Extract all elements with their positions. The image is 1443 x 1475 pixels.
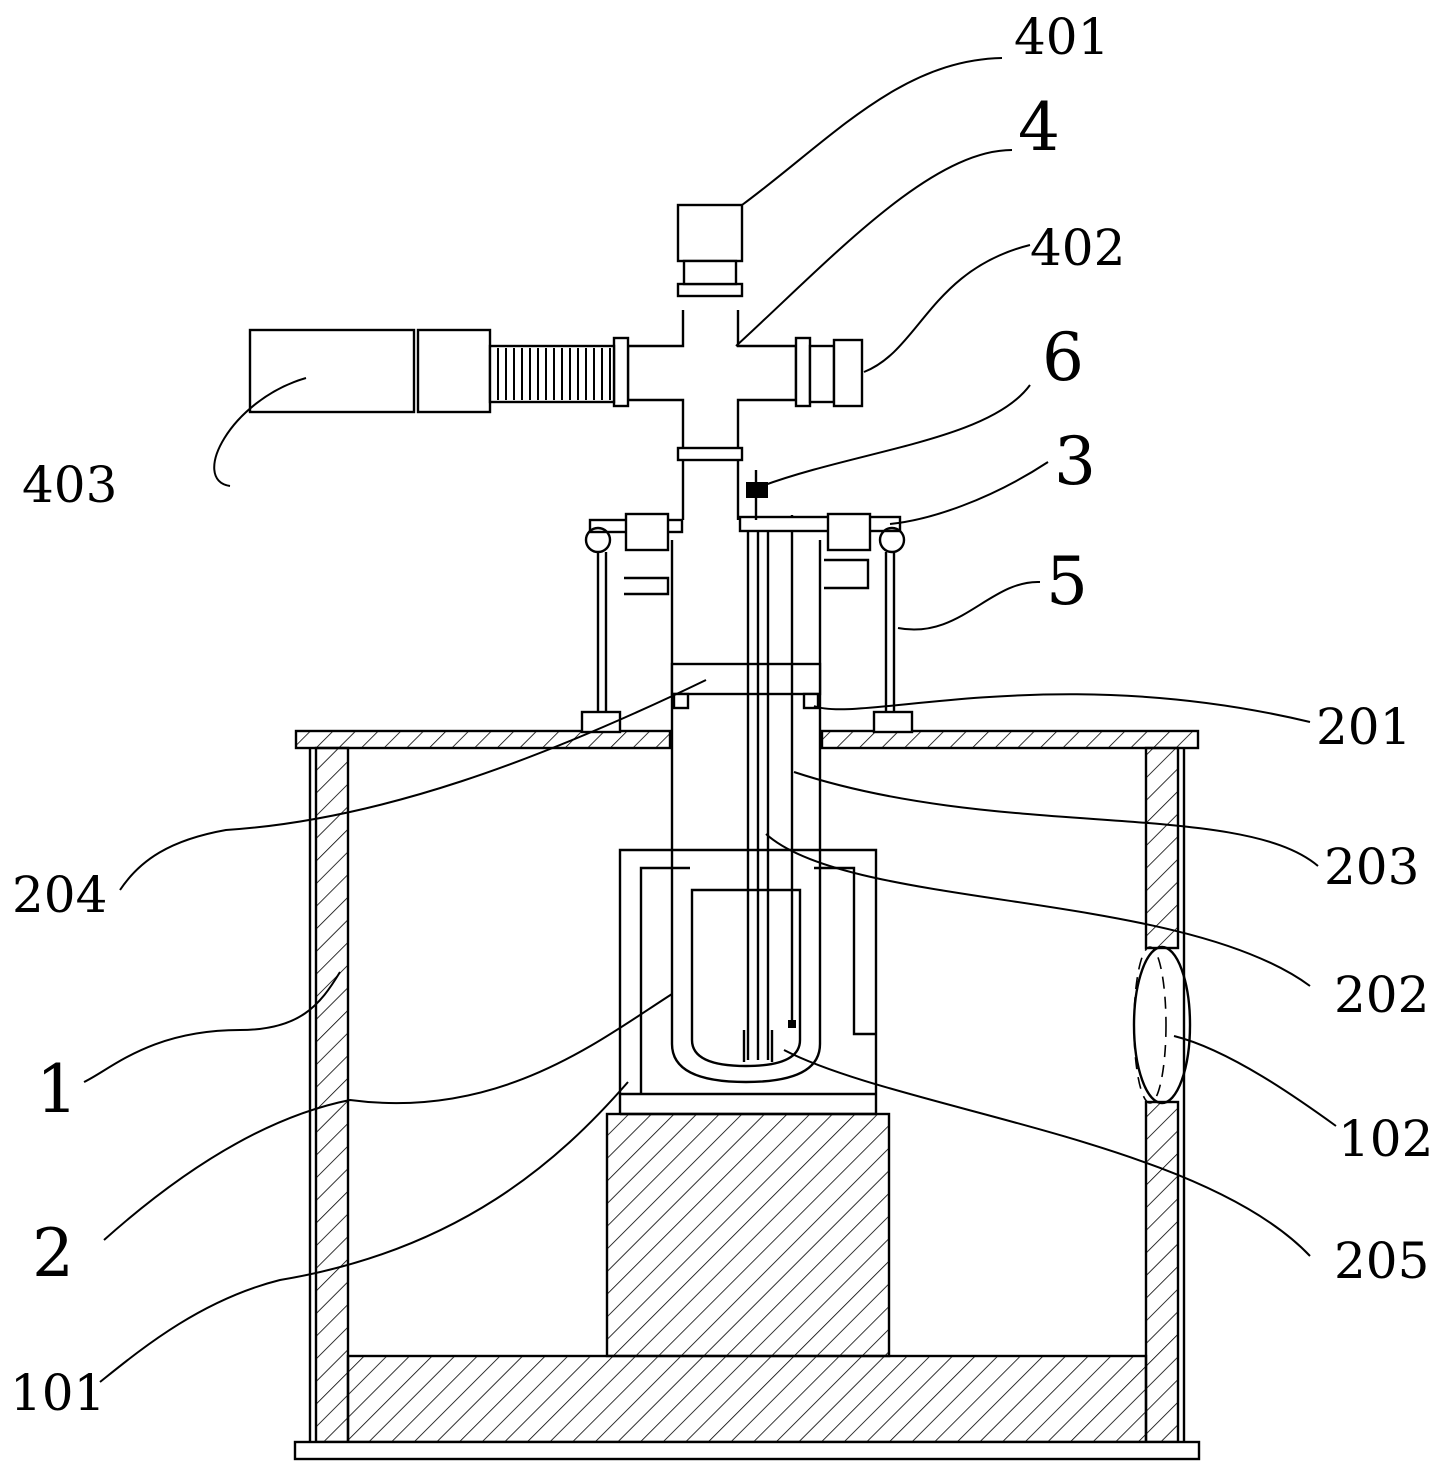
label-202: 202 xyxy=(1334,966,1429,1024)
label-101: 101 xyxy=(10,1364,105,1422)
label-204: 204 xyxy=(12,866,107,924)
bellows-hose xyxy=(490,346,614,402)
gauge-top xyxy=(678,205,742,284)
label-5: 5 xyxy=(1046,543,1088,620)
cover-plate-left xyxy=(296,731,670,748)
tank-bottom-layer xyxy=(348,1356,1146,1442)
label-205: 205 xyxy=(1334,1232,1429,1290)
reaction-tube xyxy=(672,515,820,1082)
top-flange-assembly xyxy=(586,470,904,594)
tank-wall-right-upper xyxy=(1146,748,1178,948)
tube-flange xyxy=(672,664,820,694)
label-402: 402 xyxy=(1030,219,1125,277)
vacuum-pump xyxy=(250,330,614,412)
view-window xyxy=(1134,947,1190,1103)
label-403: 403 xyxy=(22,456,117,514)
central-pedestal xyxy=(607,1114,889,1356)
gauge-right xyxy=(810,340,862,406)
cross-fitting xyxy=(614,284,810,520)
cover-plate-right xyxy=(822,731,1198,748)
label-201: 201 xyxy=(1316,698,1411,756)
label-401: 401 xyxy=(1014,8,1109,66)
tank-wall-left xyxy=(316,748,348,1442)
label-4: 4 xyxy=(1018,89,1060,166)
label-2: 2 xyxy=(32,1215,74,1292)
label-1: 1 xyxy=(36,1051,78,1128)
label-6: 6 xyxy=(1042,319,1084,396)
label-3: 3 xyxy=(1054,423,1096,500)
label-102: 102 xyxy=(1338,1110,1433,1168)
base-plate xyxy=(295,1442,1199,1459)
label-203: 203 xyxy=(1324,838,1419,896)
tank-wall-right-lower xyxy=(1146,1102,1178,1442)
